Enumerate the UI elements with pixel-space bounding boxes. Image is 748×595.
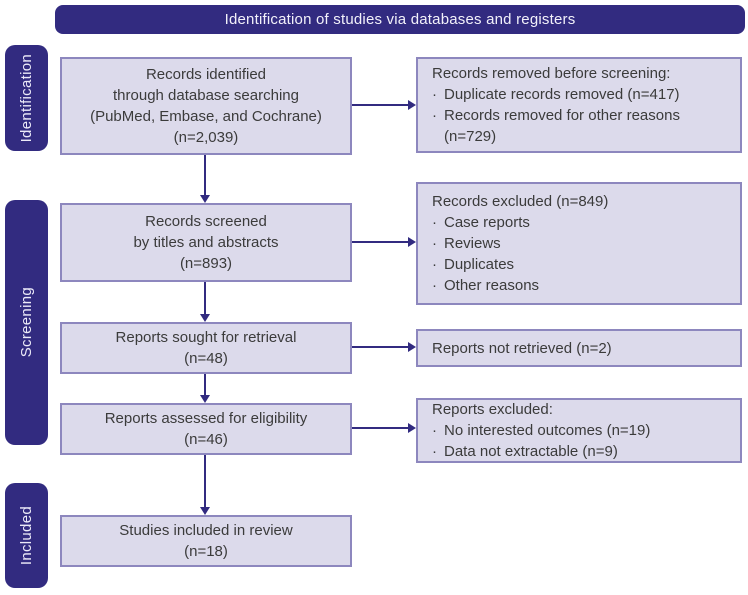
- bullet-dot: ·: [432, 107, 437, 124]
- box-text-line: Reports sought for retrieval: [115, 329, 297, 346]
- box-text-line: (n=2,039): [173, 129, 239, 146]
- box-records-screened: Records screened by titles and abstracts…: [60, 203, 352, 282]
- box-text-line: (n=48): [184, 350, 228, 367]
- right-arrow-head: [408, 237, 416, 247]
- box-text-line: through database searching: [113, 87, 299, 104]
- box-reports-not-retrieved: Reports not retrieved (n=2): [416, 329, 742, 367]
- bullet-text: Other reasons: [444, 277, 540, 294]
- down-arrow-head: [200, 195, 210, 203]
- right-arrow-line: [352, 346, 409, 348]
- bullet-item: · Records removed for other reasons (n=7…: [432, 105, 730, 147]
- stage-label-text: Identification: [18, 53, 35, 143]
- bullet-item: · No interested outcomes (n=19): [432, 420, 730, 441]
- right-arrow-line: [352, 241, 409, 243]
- box-text-line: Records screened: [145, 213, 267, 230]
- bullet-text: Duplicate records removed (n=417): [444, 86, 680, 103]
- diagram-header-title: Identification of studies via databases …: [224, 11, 576, 28]
- right-arrow-line: [352, 427, 409, 429]
- down-arrow-head: [200, 395, 210, 403]
- down-arrow-line: [204, 455, 206, 508]
- down-arrow-head: [200, 314, 210, 322]
- bullet-text: Reviews: [444, 235, 501, 252]
- box-text-line: (n=893): [179, 255, 233, 272]
- bullet-text: Data not extractable (n=9): [444, 443, 618, 460]
- down-arrow-line: [204, 374, 206, 396]
- box-text-line: Reports assessed for eligibility: [104, 410, 308, 427]
- box-studies-included: Studies included in review (n=18): [60, 515, 352, 567]
- box-text-line: (n=18): [184, 543, 228, 560]
- side-box-title: Reports excluded:: [432, 401, 553, 418]
- stage-label-screening: Screening: [5, 200, 48, 445]
- box-text-line: Studies included in review: [119, 522, 293, 539]
- stage-label-identification: Identification: [5, 45, 48, 151]
- side-box-title: Records removed before screening:: [432, 65, 671, 82]
- bullet-item: · Duplicates: [432, 254, 730, 275]
- bullet-dot: ·: [432, 214, 437, 231]
- stage-label-text: Included: [18, 505, 35, 566]
- stage-label-text: Screening: [18, 287, 35, 358]
- down-arrow-head: [200, 507, 210, 515]
- box-records-excluded: Records excluded (n=849) · Case reports …: [416, 182, 742, 305]
- right-arrow-line: [352, 104, 409, 106]
- box-text-line: (PubMed, Embase, and Cochrane): [90, 108, 322, 125]
- right-arrow-head: [408, 423, 416, 433]
- bullet-dot: ·: [432, 443, 437, 460]
- right-arrow-head: [408, 100, 416, 110]
- right-arrow-head: [408, 342, 416, 352]
- diagram-header: Identification of studies via databases …: [55, 5, 745, 34]
- box-text-line: (n=46): [184, 431, 228, 448]
- bullet-item: · Duplicate records removed (n=417): [432, 84, 730, 105]
- bullet-text: Duplicates: [444, 256, 515, 273]
- box-reports-excluded: Reports excluded: · No interested outcom…: [416, 398, 742, 463]
- bullet-dot: ·: [432, 256, 437, 273]
- box-reports-assessed: Reports assessed for eligibility (n=46): [60, 403, 352, 455]
- bullet-text: Case reports: [444, 214, 530, 231]
- bullet-item: · Other reasons: [432, 275, 730, 296]
- side-box-title: Reports not retrieved (n=2): [432, 339, 612, 357]
- down-arrow-line: [204, 282, 206, 315]
- box-records-identified: Records identified through database sear…: [60, 57, 352, 155]
- bullet-item: · Case reports: [432, 212, 730, 233]
- box-text-line: Records identified: [145, 66, 267, 83]
- bullet-text: Records removed for other reasons (n=729…: [444, 107, 680, 145]
- stage-label-included: Included: [5, 483, 48, 588]
- bullet-text: No interested outcomes (n=19): [444, 422, 651, 439]
- bullet-dot: ·: [432, 235, 437, 252]
- bullet-dot: ·: [432, 422, 437, 439]
- box-text-line: by titles and abstracts: [133, 234, 279, 251]
- down-arrow-line: [204, 155, 206, 196]
- box-records-removed: Records removed before screening: · Dupl…: [416, 57, 742, 153]
- bullet-dot: ·: [432, 86, 437, 103]
- side-box-title: Records excluded (n=849): [432, 193, 609, 210]
- bullet-dot: ·: [432, 277, 437, 294]
- bullet-item: · Reviews: [432, 233, 730, 254]
- box-reports-sought: Reports sought for retrieval (n=48): [60, 322, 352, 374]
- bullet-item: · Data not extractable (n=9): [432, 441, 730, 462]
